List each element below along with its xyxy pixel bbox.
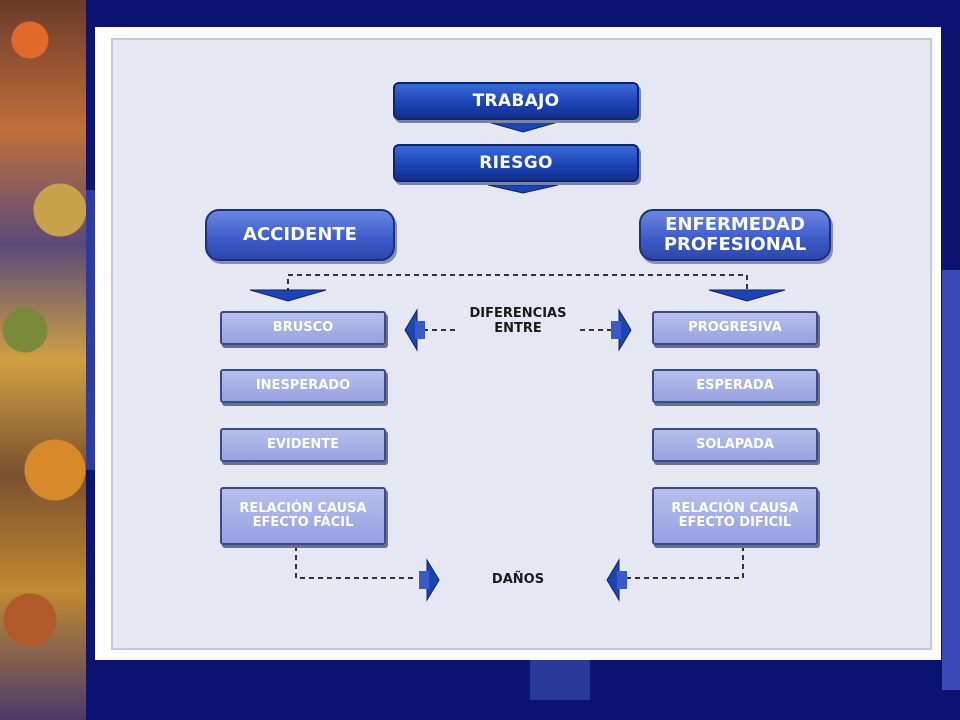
dashed-connector — [295, 546, 415, 579]
enfermedad-profesional-box: ENFERMEDAD PROFESIONAL — [639, 209, 831, 261]
diagram-panel: TRABAJO RIESGO ACCIDENTE ENFERMEDAD PROF… — [111, 38, 932, 650]
arrow-down — [249, 289, 327, 302]
diferencias-entre-label: DIFERENCIAS ENTRE — [469, 306, 567, 336]
arrow-left — [617, 571, 627, 589]
item-relacion-dificil: RELACIÓN CAUSA EFECTO DIFICIL — [652, 487, 818, 545]
arrow-right — [611, 321, 621, 339]
item-progresiva: PROGRESIVA — [652, 311, 818, 345]
arrow-down — [487, 121, 559, 133]
item-inesperado: INESPERADO — [220, 369, 386, 403]
background-shape — [530, 660, 590, 700]
arrow-right — [419, 571, 429, 589]
slide-frame: TRABAJO RIESGO ACCIDENTE ENFERMEDAD PROF… — [95, 27, 941, 660]
trabajo-box: TRABAJO — [393, 82, 639, 120]
arrow-down — [487, 184, 559, 194]
riesgo-box: RIESGO — [393, 144, 639, 182]
arrow-left — [415, 321, 425, 339]
background-shape — [942, 270, 960, 690]
decorative-gear-strip — [0, 0, 86, 720]
accidente-box: ACCIDENTE — [205, 209, 395, 261]
danos-label: DAÑOS — [491, 572, 545, 587]
dashed-connector — [619, 546, 744, 579]
connector-lines — [249, 121, 786, 602]
item-solapada: SOLAPADA — [652, 428, 818, 462]
item-evidente: EVIDENTE — [220, 428, 386, 462]
item-esperada: ESPERADA — [652, 369, 818, 403]
item-brusco: BRUSCO — [220, 311, 386, 345]
item-relacion-facil: RELACIÓN CAUSA EFECTO FÁCIL — [220, 487, 386, 545]
dashed-connector — [287, 274, 748, 293]
arrow-down — [708, 289, 786, 302]
